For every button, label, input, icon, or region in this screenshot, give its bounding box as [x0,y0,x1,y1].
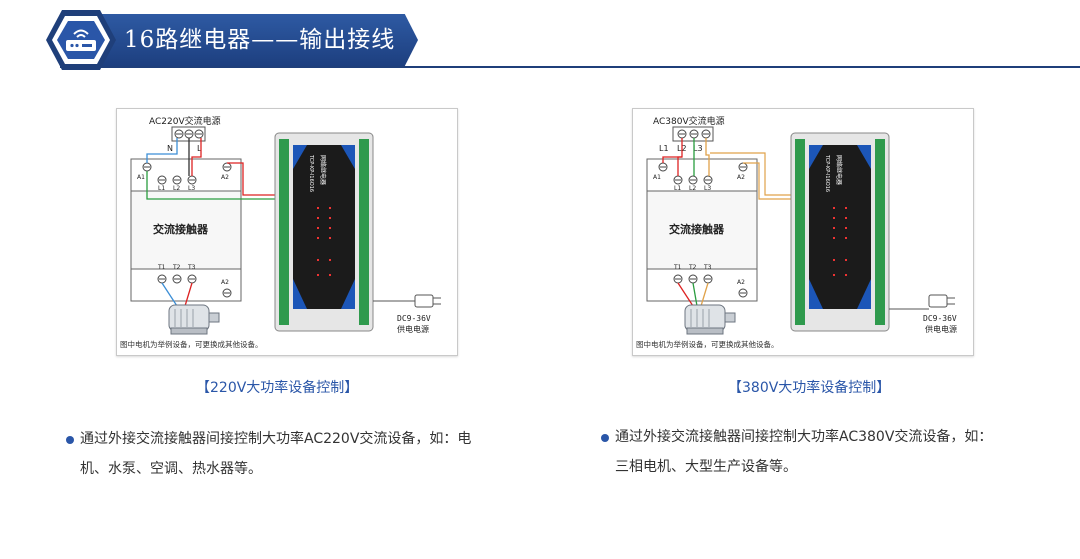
dc-label-2: 供电电源 [925,324,957,334]
contactor-t2: T2 [688,264,697,271]
caption-380v: 【380V大功率设备控制】 [728,380,891,396]
footnote: 图中电机为举例设备，可更换成其他设备。 [636,339,779,349]
contactor-t3: T3 [187,264,196,271]
bullet-dot [601,434,609,442]
terminal-l1: L1 [659,144,669,153]
contactor-l1: L1 [158,185,165,192]
terminal-l: L [197,144,202,153]
contactor-t2: T2 [172,264,181,271]
contactor-l1: L1 [674,185,681,192]
bullet-dot [66,436,74,444]
header-title-bar [88,14,418,66]
contactor-a2: A2 [221,174,229,181]
wiring-svg-220v: AC220V交流电源 N L A1 A2 L1 L2 L3 交流接触器 T1 T… [120,115,441,349]
device-model: TCP-KP-I16O16 [308,154,314,192]
contactor-a2-bottom: A2 [221,279,229,286]
dc-label-1: DC9-36V [923,314,957,323]
desc-380v: 通过外接交流接触器间接控制大功率AC380V交流设备，如： 三相电机、大型生产设… [615,422,992,482]
contactor-a2: A2 [737,174,745,181]
wiring-diagram-220v: AC220V交流电源 N L A1 A2 L1 L2 L3 交流接触器 T1 T… [116,108,458,356]
footnote: 图中电机为举例设备，可更换成其他设备。 [120,339,263,349]
wiring-svg-380v: AC380V交流电源 L1 L2 L3 A1 A2 L1 L2 L3 交流接触器… [636,115,957,349]
header-underline [60,66,1080,68]
contactor-t1: T1 [673,264,682,271]
contactor-t3: T3 [703,264,712,271]
supply-label: AC380V交流电源 [653,115,725,127]
contactor-name: 交流接触器 [669,222,725,236]
desc-220v: 通过外接交流接触器间接控制大功率AC220V交流设备，如：电 机、水泵、空调、热… [80,424,471,484]
contactor-t1: T1 [157,264,166,271]
terminal-l3: L3 [693,144,703,153]
caption-220v: 【220V大功率设备控制】 [196,380,359,396]
desc-line-1: 通过外接交流接触器间接控制大功率AC380V交流设备，如： [615,429,993,445]
contactor-a1: A1 [137,174,145,181]
contactor-a2-bottom: A2 [737,279,745,286]
contactor-name: 交流接触器 [153,222,209,236]
terminal-n: N [167,144,173,153]
page-header: 16路继电器——输出接线 [0,0,1080,90]
supply-label: AC220V交流电源 [149,115,221,127]
router-icon [46,10,116,70]
contactor-l3: L3 [704,185,711,192]
device-name: 网络继电器 [319,155,327,185]
contactor-l2: L2 [689,185,696,192]
desc-line-2: 三相电机、大型生产设备等。 [615,459,797,475]
contactor-a1: A1 [653,174,661,181]
desc-line-1: 通过外接交流接触器间接控制大功率AC220V交流设备，如：电 [80,431,472,447]
contactor-l3: L3 [188,185,195,192]
device-model: TCP-KP-I16O16 [824,154,830,192]
device-name: 网络继电器 [835,155,843,185]
contactor-l2: L2 [173,185,180,192]
dc-label-1: DC9-36V [397,314,431,323]
desc-line-2: 机、水泵、空调、热水器等。 [80,461,262,477]
wiring-diagram-380v: AC380V交流电源 L1 L2 L3 A1 A2 L1 L2 L3 交流接触器… [632,108,974,356]
page-title: 16路继电器——输出接线 [124,27,396,53]
dc-label-2: 供电电源 [397,324,429,334]
